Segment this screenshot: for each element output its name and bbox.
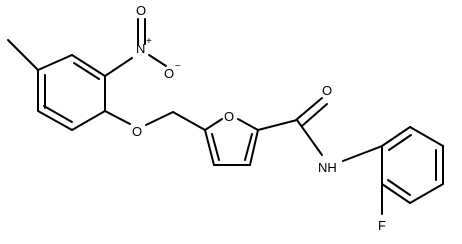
ring-bond: [381, 126, 411, 147]
ring-bond: [409, 183, 444, 204]
ring-bond: [381, 183, 411, 204]
nitro-oxygen-top-label: O: [136, 3, 146, 18]
nitro-plus-charge: +: [146, 36, 152, 47]
ether-oxygen-label: O: [132, 124, 142, 139]
ring-bond: [249, 129, 259, 166]
ring-double-bond: [387, 179, 411, 196]
fluorophenyl-ring: [381, 126, 444, 204]
ring-double-bond: [244, 133, 253, 161]
ch2-to-furan-bond: [172, 111, 206, 131]
ring-bond: [409, 126, 444, 147]
ring-to-ether-bond: [104, 110, 131, 125]
nitro-oxygen-right-label: O: [164, 66, 174, 81]
ring-bond: [237, 118, 259, 131]
ring-bond: [71, 110, 106, 131]
ring-double-bond: [43, 105, 73, 123]
carbonyl-double-bond-a: [295, 97, 323, 121]
methyl-bond: [7, 39, 39, 71]
carbonyl-oxygen-label: O: [322, 83, 332, 98]
carbonyl-double-bond-b: [301, 103, 328, 127]
ether-to-ch2-bond: [145, 111, 174, 126]
nh-to-ring-bond: [342, 145, 383, 162]
amide-nh-label: NH: [318, 160, 337, 175]
nitro-minus-charge: −: [175, 61, 181, 72]
ring-double-bond: [388, 134, 412, 151]
furan-to-carbonyl-bond: [257, 119, 298, 131]
fluorine-label: F: [378, 218, 386, 233]
nitrophenyl-ring: [37, 54, 106, 131]
carbonyl-to-nh-bond: [296, 119, 323, 156]
ring-to-nitro-bond: [104, 57, 133, 77]
ring-bond: [204, 129, 215, 166]
nitro-o-single-bond: [148, 54, 167, 67]
nitro-nitrogen-label: N: [136, 41, 145, 56]
ring-double-bond: [211, 133, 220, 161]
ring-bond: [37, 54, 73, 71]
ring-double-bond: [73, 62, 100, 80]
ring-bond: [71, 54, 106, 77]
ring-bond: [37, 110, 73, 131]
furan-oxygen-label: O: [224, 109, 234, 124]
furan-ring: O: [204, 109, 259, 166]
ring-bond: [204, 118, 223, 131]
